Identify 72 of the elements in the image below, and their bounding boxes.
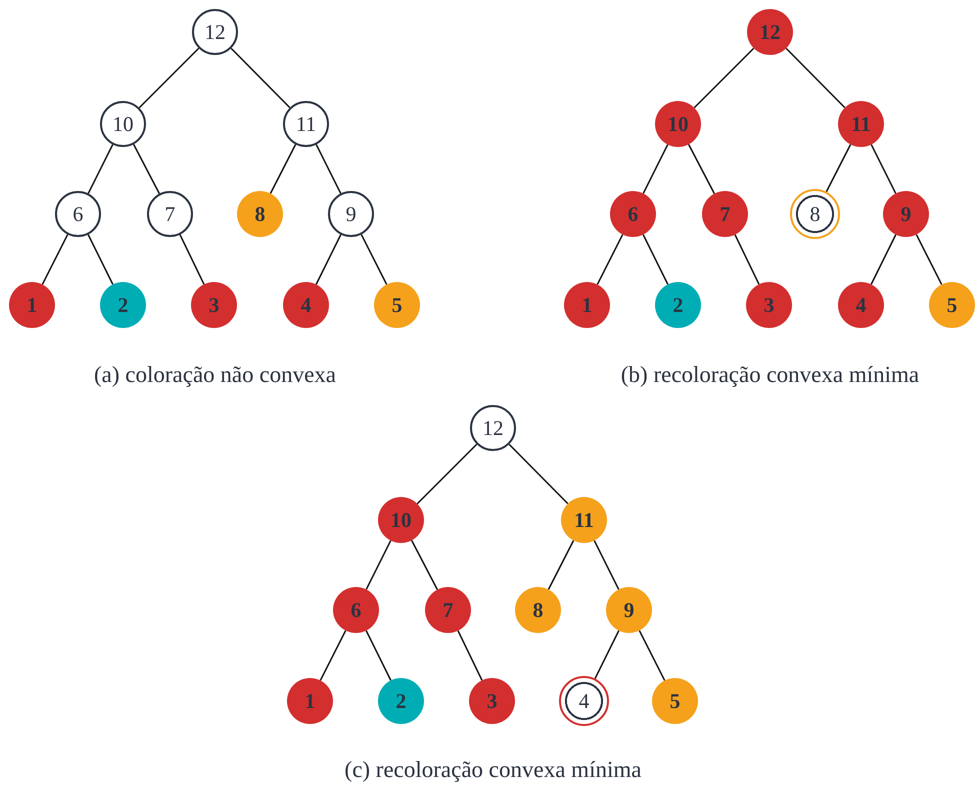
tree-node: 2 (378, 678, 424, 724)
tree-node: 4 (283, 282, 329, 328)
tree-edge (508, 444, 568, 504)
tree-node: 9 (328, 191, 374, 237)
tree-node: 9 (606, 587, 652, 633)
tree-node: 6 (610, 191, 656, 237)
tree-node: 3 (191, 282, 237, 328)
tree-edge (360, 234, 388, 285)
tree-edge (366, 540, 392, 590)
tree-edge (870, 144, 896, 194)
subfigure-caption: (a) coloração não convexa (94, 362, 336, 388)
tree-node: 10 (100, 101, 146, 147)
tree-edge (642, 144, 668, 194)
tree-edge (42, 234, 68, 285)
tree-node: 3 (746, 282, 792, 328)
tree-node: 5 (929, 282, 975, 328)
tree-node: 1 (9, 282, 55, 328)
tree-edge (410, 540, 438, 590)
tree-node: 11 (283, 101, 329, 147)
tree-node: 7 (425, 587, 471, 633)
tree-node: 3 (469, 678, 515, 724)
tree-edge (688, 144, 716, 194)
tree-edge (596, 234, 624, 285)
tree-node: 5 (652, 678, 698, 724)
highlighted-tree-node: 4 (559, 676, 609, 726)
tree-edge (870, 234, 896, 285)
tree-edge (270, 144, 296, 194)
tree-edge (316, 144, 342, 194)
tree-edge (642, 234, 668, 285)
tree-node: 4 (838, 282, 884, 328)
tree-edge (457, 630, 483, 681)
tree-node: 2 (100, 282, 146, 328)
tree-node: 5 (374, 282, 420, 328)
tree-node: 7 (147, 191, 193, 237)
tree-node: 6 (333, 587, 379, 633)
tree-node: 11 (561, 497, 607, 543)
tree-edge (826, 144, 852, 192)
tree-node: 1 (564, 282, 610, 328)
tree-edge (734, 234, 760, 285)
tree-edge (638, 630, 666, 681)
tree-edge (88, 234, 114, 285)
tree-node: 12 (192, 9, 238, 55)
tree-node: 12 (747, 9, 793, 55)
tree-edge (132, 144, 160, 194)
subfigure-caption: (b) recoloração convexa mínima (620, 362, 920, 388)
tree-node: 8 (237, 191, 283, 237)
tree-edge (316, 234, 342, 285)
tree-node: 6 (55, 191, 101, 237)
tree-edge (694, 48, 754, 108)
highlighted-tree-node: 8 (790, 189, 840, 239)
tree-edge (88, 144, 114, 194)
tree-node: 9 (883, 191, 929, 237)
tree-edge (916, 234, 942, 285)
tree-node: 7 (702, 191, 748, 237)
tree-edge (548, 540, 574, 590)
tree-node: 10 (378, 497, 424, 543)
subfigure-caption: (c) recoloração convexa mínima (344, 757, 642, 783)
tree-node: 2 (655, 282, 701, 328)
tree-edge (786, 48, 846, 108)
tree-edge (416, 444, 478, 504)
tree-node: 8 (515, 587, 561, 633)
tree-edge (138, 48, 200, 108)
tree-node: 1 (287, 678, 333, 724)
tree-edge (594, 630, 620, 679)
tree-edge (366, 630, 392, 681)
tree-node: 11 (838, 101, 884, 147)
tree-node: 10 (655, 101, 701, 147)
tree-edge (230, 48, 290, 108)
tree-node: 12 (470, 405, 516, 451)
tree-edge (320, 630, 346, 681)
tree-edge (594, 540, 620, 590)
tree-edge (179, 234, 205, 285)
